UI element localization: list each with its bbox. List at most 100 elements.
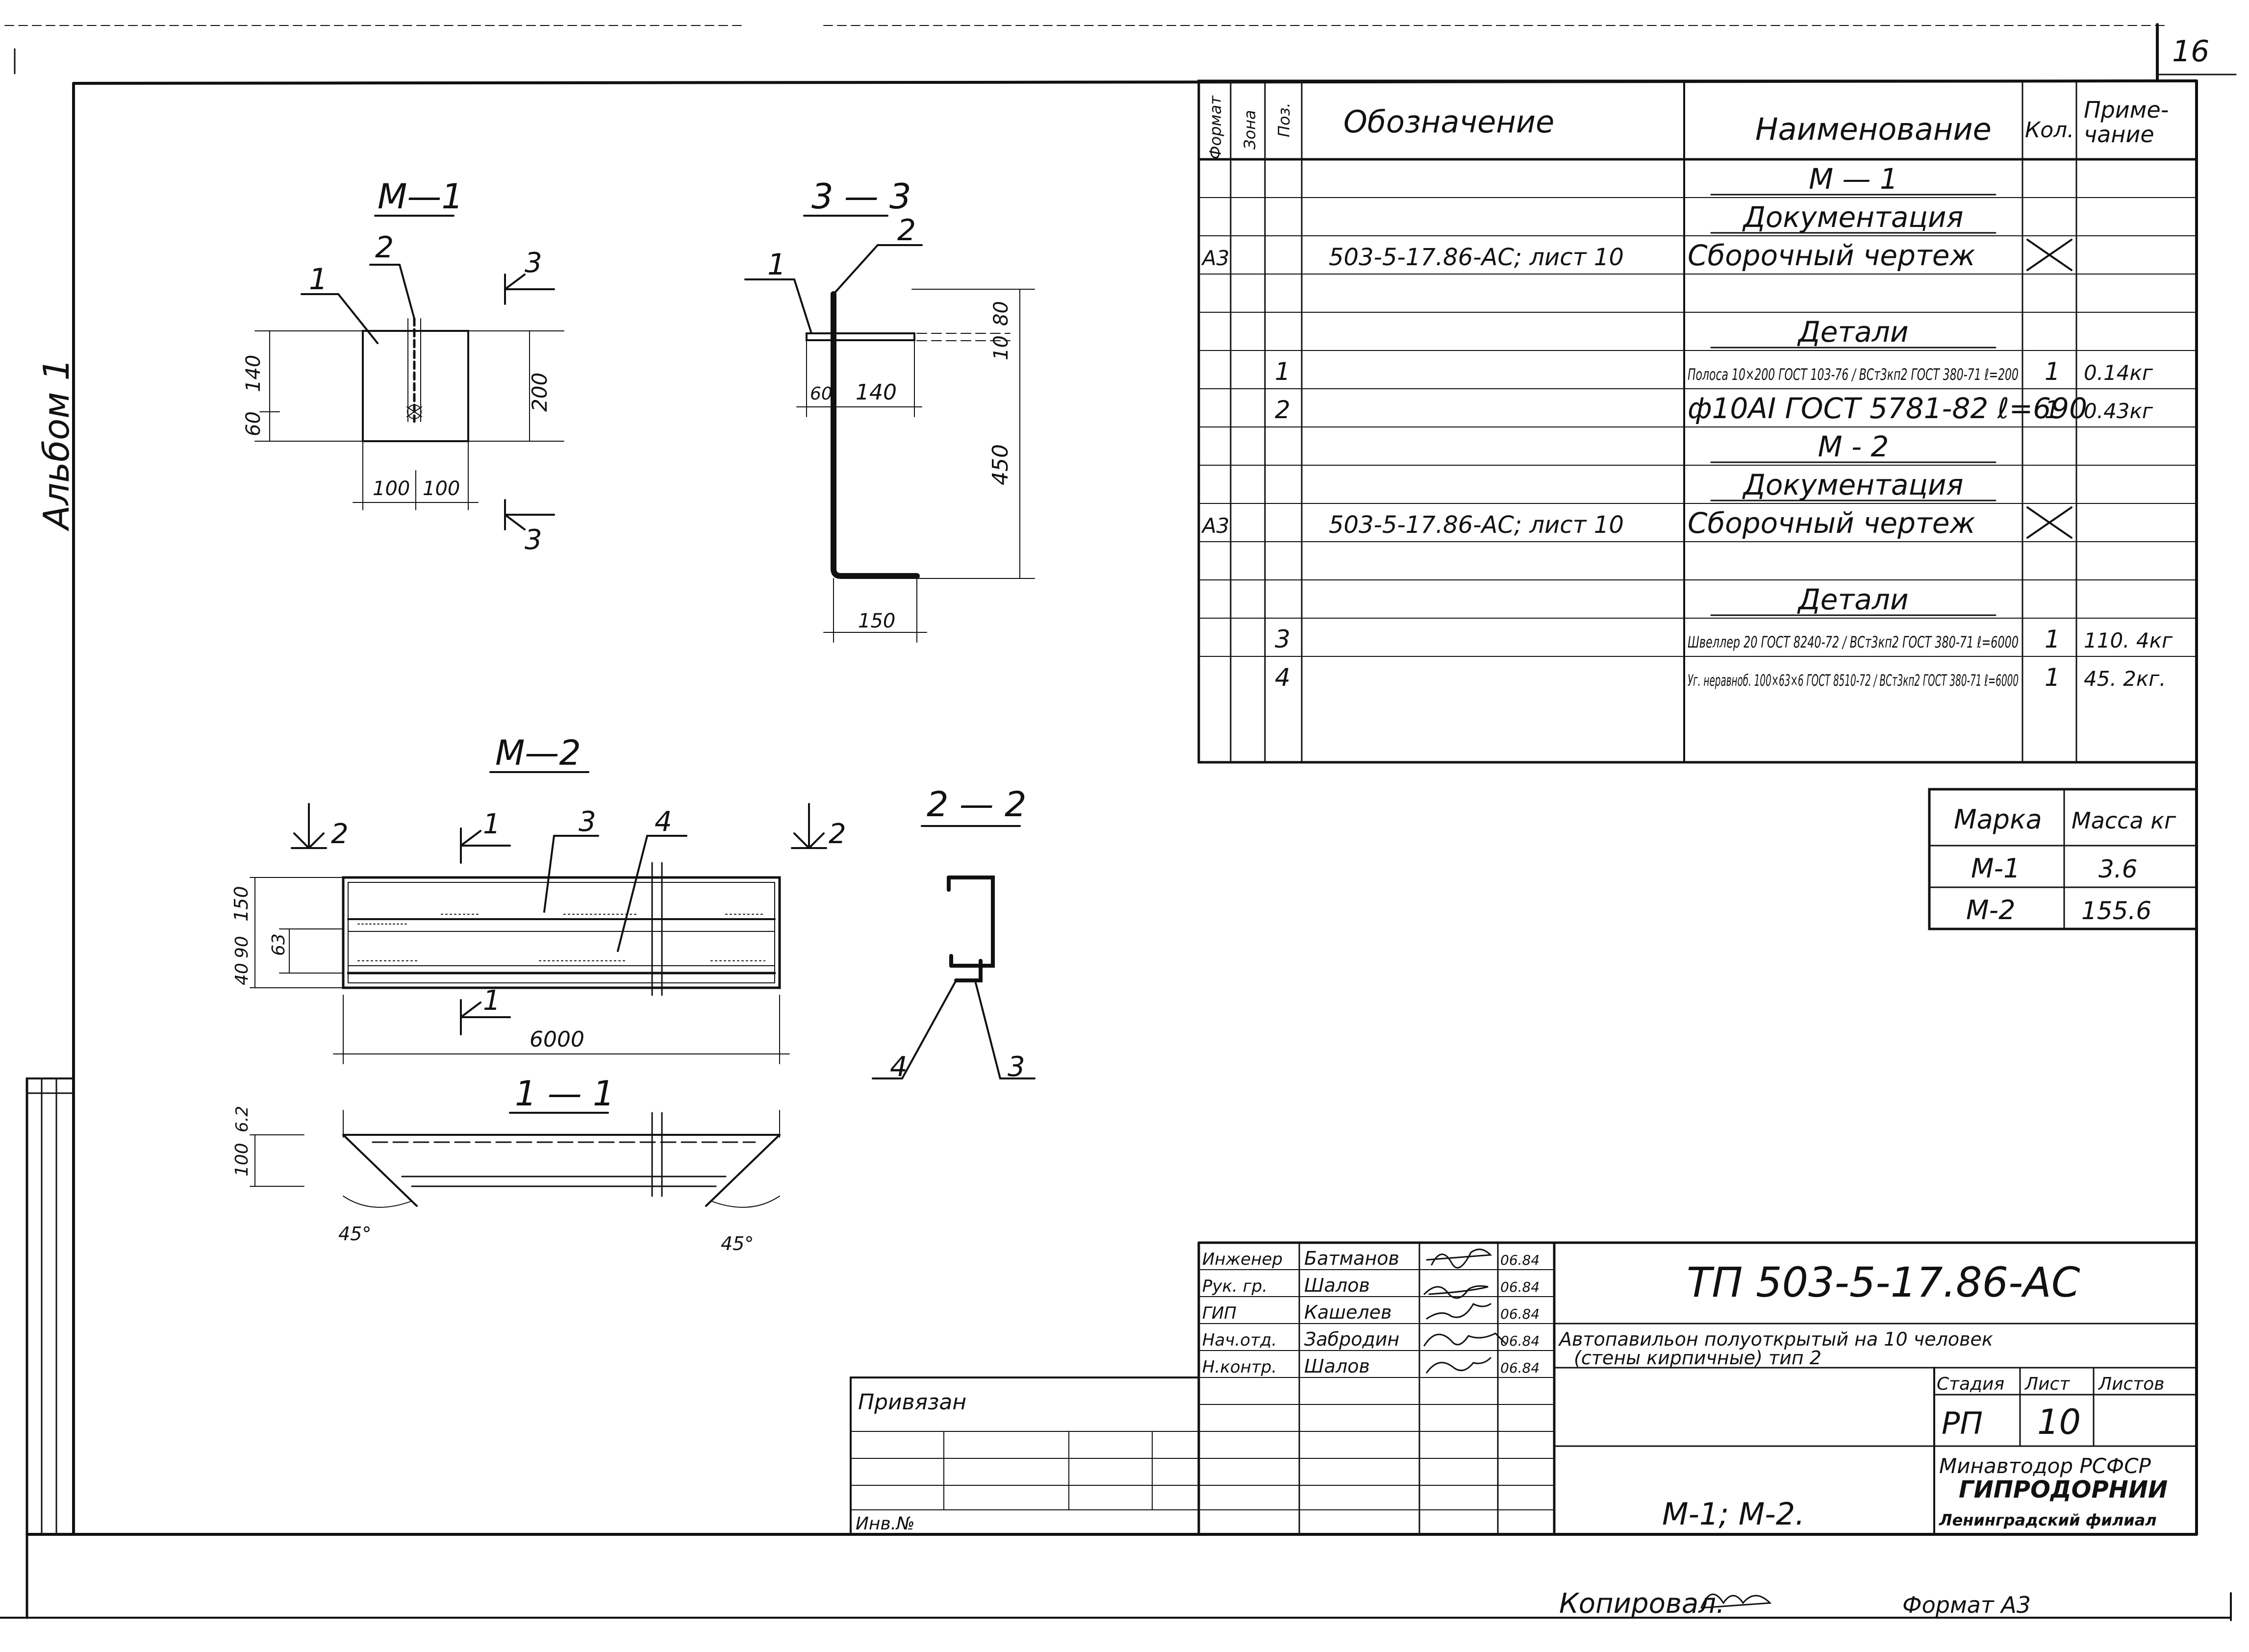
title-block-text: ТП 503-5-17.86-АС Автопавильон полуоткры…	[856, 1258, 2168, 1534]
org-line-3: Ленинградский филиал	[1939, 1511, 2157, 1529]
drawing-section-2-2: 2 — 2 4 3	[872, 784, 1036, 1083]
person-date: 06.84	[1500, 1306, 1540, 1322]
m2-callout-3: 3	[579, 806, 596, 838]
copyist-signature	[1700, 1593, 1772, 1609]
person-date: 06.84	[1500, 1279, 1540, 1295]
person-name: Батманов	[1304, 1248, 1399, 1269]
person-date: 06.84	[1500, 1360, 1540, 1376]
spec-row: А3 503-5-17.86-АС; лист 10 Сборочный черте…	[1201, 239, 2072, 272]
spec-header-note: Приме-чание	[2084, 97, 2169, 148]
spec-row: 1 Полоса 10×200 ГОСТ 103-76 / ВСт3кп2 ГОС…	[1275, 357, 2153, 386]
m2-section-11-bottom: 1	[483, 985, 501, 1017]
spec-row-note: 45. 2кг.	[2084, 667, 2166, 691]
spec-row-note: 110. 4кг	[2084, 628, 2173, 652]
format-label: Формат А3	[1902, 1592, 2031, 1618]
qty-cross-icon	[2026, 506, 2072, 539]
spec-row-qty: 1	[2045, 396, 2060, 424]
drawing-section-1-1: 1 — 1 45° 45° 6.2 100	[232, 1074, 781, 1254]
person-role: ГИП	[1202, 1303, 1237, 1323]
spec-row-qty: 1	[2045, 663, 2060, 692]
m1-dim-left-bottom: 60	[242, 411, 265, 436]
m2-dim-h-top: 90	[232, 936, 252, 958]
spec-row-pos: 4	[1275, 663, 1290, 692]
footer: Копировал. Формат А3	[1559, 1588, 2031, 1620]
bound-label: Привязан	[858, 1390, 966, 1415]
m1-section-mark-top: 3	[525, 247, 542, 279]
s33-dim-vertical: 450	[988, 444, 1013, 485]
copied-by-label: Копировал.	[1559, 1588, 1725, 1620]
s11-dim-height: 100	[232, 1143, 252, 1176]
title-block-lines	[850, 1241, 2198, 1536]
drawing-m2: М—2 2 2 1 1	[230, 733, 846, 1064]
spec-row-designation: 503-5-17.86-АС; лист 10	[1329, 511, 1624, 539]
m1-dim-left-top: 140	[242, 355, 265, 392]
s33-callout-1: 1	[767, 248, 786, 282]
sheets-header: Листов	[2097, 1374, 2164, 1394]
spec-row: Документация	[1710, 468, 1996, 501]
inv-label: Инв.№	[856, 1514, 915, 1534]
spec-row-format: А3	[1201, 514, 1229, 538]
spec-row-heading: Детали	[1796, 583, 1908, 616]
m2-dim-length: 6000	[530, 1027, 584, 1052]
spec-row: Детали	[1710, 315, 1996, 349]
s33-dim-gap: 10	[990, 335, 1012, 360]
sheet-title: М-1; М-2.	[1662, 1496, 1805, 1532]
person-name: Шалов	[1304, 1355, 1370, 1377]
s22-callout-4: 4	[890, 1051, 908, 1083]
s33-dim-horiz: 140	[856, 380, 897, 405]
s33-dim-top: 80	[990, 301, 1012, 326]
project-name: Автопавильон полуоткрытый на 10 человек(…	[1558, 1328, 1993, 1369]
person-name: Кашелев	[1304, 1302, 1391, 1323]
spec-header-qty: Кол.	[2025, 118, 2074, 143]
spec-row: А3 503-5-17.86-АС; лист 10 Сборочный черте…	[1201, 506, 2072, 540]
spec-row-name: Сборочный чертеж	[1688, 506, 1975, 540]
qty-cross-icon	[2026, 239, 2072, 271]
album-label: Альбом 1	[36, 358, 77, 531]
person-role: Н.контр.	[1202, 1357, 1277, 1377]
spec-row: М - 2	[1710, 430, 1996, 463]
spec-row-pos: 2	[1275, 396, 1290, 424]
spec-row-name: Сборочный чертеж	[1688, 239, 1975, 272]
person-name: Забродин	[1304, 1328, 1399, 1350]
m1-callout-2: 2	[375, 230, 394, 265]
spec-row-qty: 1	[2045, 357, 2060, 386]
drawing-section-3-3: 3 — 3 1 2 80 10 450 60 140 150	[744, 176, 1035, 643]
spec-header-name: Наименование	[1755, 111, 1992, 147]
spec-table	[1197, 79, 2198, 764]
m1-dim-w1: 100	[373, 477, 410, 500]
person-role: Рук. гр.	[1202, 1277, 1267, 1296]
spec-row-designation: 503-5-17.86-АС; лист 10	[1329, 244, 1624, 271]
s33-title: 3 — 3	[811, 176, 911, 217]
m1-dim-height: 200	[528, 373, 552, 412]
spec-row-name: Полоса 10×200 ГОСТ 103-76 / ВСт3кп2 ГОСТ…	[1688, 365, 2019, 384]
s11-title: 1 — 1	[515, 1074, 615, 1114]
s11-dim-top: 6.2	[232, 1106, 252, 1132]
person-date: 06.84	[1500, 1252, 1540, 1268]
spec-row-qty: 1	[2045, 625, 2060, 653]
s33-callout-2: 2	[897, 213, 916, 248]
person-role: Инженер	[1202, 1250, 1283, 1269]
mass-row-1-mass: 3.6	[2098, 855, 2138, 883]
spec-row-heading: Документация	[1742, 200, 1964, 234]
stage-header: Стадия	[1937, 1374, 2004, 1394]
m2-dim-h-mid: 63	[269, 933, 289, 956]
person-name: Шалов	[1304, 1275, 1370, 1296]
m2-dim-h-total: 150	[230, 886, 252, 922]
s33-dim-foot: 150	[858, 610, 895, 632]
m1-title: М—1	[378, 176, 463, 217]
signatures	[1423, 1249, 1506, 1374]
m2-title: М—2	[495, 733, 581, 773]
spec-row-format: А3	[1201, 246, 1229, 270]
sheet-value: 10	[2037, 1402, 2081, 1442]
mass-header-mark: Марка	[1954, 804, 2042, 835]
mass-table	[1928, 788, 2198, 930]
s22-callout-3: 3	[1008, 1051, 1025, 1083]
m2-section-22-left: 2	[331, 818, 349, 850]
org-line-1: Минавтодор РСФСР	[1939, 1454, 2151, 1478]
spec-row-pos: 3	[1275, 625, 1290, 653]
spec-row-heading: Документация	[1742, 468, 1964, 501]
spec-row: Документация	[1710, 200, 1996, 234]
s11-angle-right: 45°	[721, 1233, 754, 1254]
person-role: Нач.отд.	[1202, 1330, 1277, 1350]
